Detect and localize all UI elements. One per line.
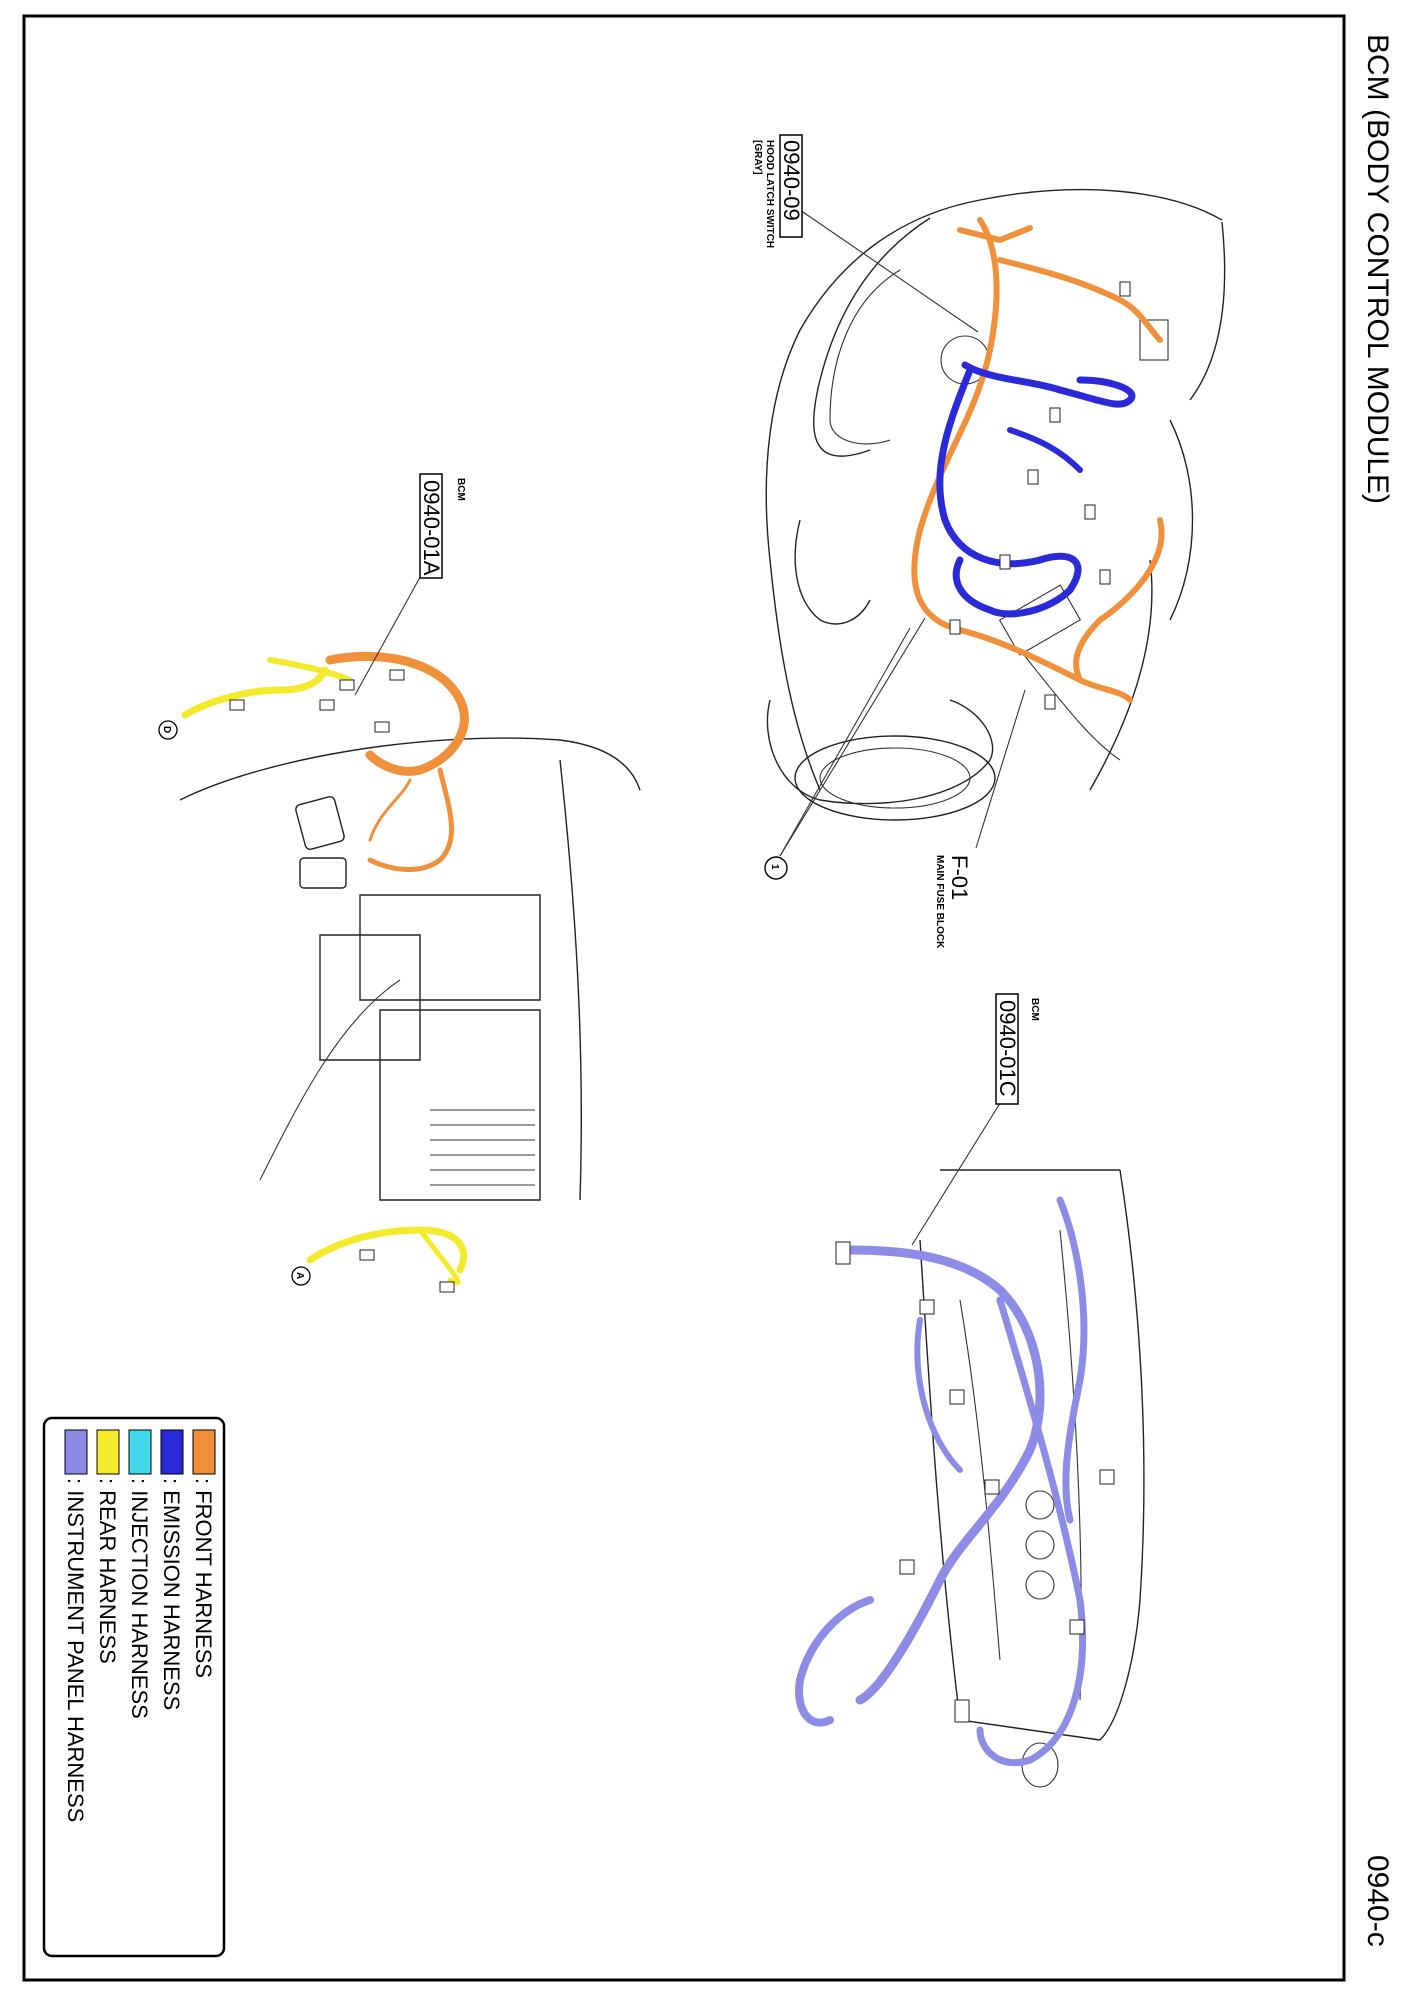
page-frame <box>22 14 1346 1982</box>
rear-harness-lower <box>306 1226 468 1274</box>
console-body <box>379 1009 541 1201</box>
wheel-arch-outline <box>766 699 994 805</box>
bcm-c-code-box <box>995 993 1019 1105</box>
panel-inner-line <box>959 1299 1001 1661</box>
radiator-support <box>813 217 931 457</box>
bcm-a-code: 0940-01A <box>419 480 444 576</box>
panel-top-edge <box>1099 1169 1145 1741</box>
marker-a-circle <box>291 1266 311 1286</box>
marker-d-circle <box>158 720 178 740</box>
engine-connectors <box>949 281 1131 710</box>
brake-pedal <box>295 796 345 850</box>
fender-outline <box>765 188 1223 791</box>
marker-1-leader-a <box>779 627 911 857</box>
front-harness-branch-3 <box>957 225 1033 243</box>
ip-harness-upper <box>1056 1196 1088 1524</box>
cowl-outline <box>1169 419 1194 621</box>
accel-pedal <box>299 857 347 889</box>
front-harness-branch-1 <box>997 257 1163 343</box>
front-harness-branch-2 <box>1073 517 1165 683</box>
radiator-inner <box>829 269 901 445</box>
bcm-a-leader <box>354 569 425 696</box>
legend-label-rear: : REAR HARNESS <box>95 1478 120 1664</box>
marker-a-label: A <box>294 1272 305 1279</box>
emission-harness-loop <box>936 366 1082 618</box>
legend-label-injection: : INJECTION HARNESS <box>127 1478 152 1719</box>
legend-label-front: : FRONT HARNESS <box>191 1478 216 1678</box>
wheel-opening <box>794 735 996 821</box>
main-fuse-leader <box>975 689 1026 849</box>
front-harness-footwell-tail <box>368 778 412 842</box>
legend-swatch-rear <box>96 1429 120 1475</box>
marker-1-leader-b <box>779 617 926 857</box>
bcm-c-label: BCM <box>1029 998 1040 1021</box>
legend-swatch-front <box>192 1429 216 1475</box>
ip-harness-branch <box>914 1317 963 1473</box>
footwell-connectors <box>229 669 455 1293</box>
hood-latch-leader <box>799 209 979 333</box>
console-bracket <box>319 934 421 1061</box>
marker-1-circle <box>764 856 788 880</box>
gauge-2 <box>1025 1530 1055 1560</box>
instrument-panel-view <box>795 1099 1145 1788</box>
fender-edge <box>1189 221 1226 401</box>
hood-latch-code: 0940-09 <box>779 140 804 221</box>
bcm-c-code: 0940-01C <box>995 1000 1020 1097</box>
bcm-a-label: BCM <box>455 478 466 501</box>
hood-latch-color: [GRAY] <box>752 140 763 175</box>
page-code: 0940-c <box>1361 1855 1394 1947</box>
legend-label-emission: : EMISSION HARNESS <box>159 1478 184 1710</box>
console-edge <box>559 759 582 1201</box>
main-fuse-code: F-01 <box>947 855 972 900</box>
ip-connectors <box>835 1241 1115 1723</box>
main-fuse-desc: MAIN FUSE BLOCK <box>934 855 945 949</box>
ip-harness-main <box>845 1245 1045 1705</box>
emission-harness-top <box>961 361 1136 408</box>
front-harness-footwell-branch <box>367 767 454 872</box>
gauge-1 <box>1025 1490 1055 1520</box>
fuse-block-shape <box>998 584 1082 656</box>
wheel-inner <box>819 747 971 809</box>
floor-line <box>179 737 641 801</box>
front-harness-footwell <box>325 651 469 776</box>
strut-tower <box>1089 559 1153 791</box>
rear-harness-upper <box>181 666 329 719</box>
body-line <box>1019 649 1121 761</box>
center-console-top <box>359 894 541 1001</box>
ip-harness-left <box>795 1596 874 1727</box>
gauge-3 <box>1025 1570 1055 1600</box>
hood-latch-desc: HOOD LATCH SWITCH <box>764 140 775 248</box>
footwell-view <box>179 569 641 1293</box>
ip-harness-right <box>976 1296 1086 1767</box>
tunnel-line <box>259 979 401 1181</box>
bcm-a-code-box <box>419 473 443 579</box>
marker-d-label: D <box>161 726 172 733</box>
emission-harness-branch <box>1007 427 1083 473</box>
engine-compartment-view <box>765 188 1226 857</box>
legend-swatch-injection <box>128 1429 152 1475</box>
front-harness-main <box>911 217 1133 703</box>
harness-legend: : FRONT HARNESS : EMISSION HARNESS : INJ… <box>42 1416 226 1958</box>
marker-1-label: 1 <box>769 864 780 870</box>
page-title: BCM (BODY CONTROL MODULE) <box>1361 34 1394 504</box>
legend-swatch-instrument <box>64 1429 88 1475</box>
rear-harness-lower-branch <box>417 1227 461 1286</box>
legend-label-instrument: : INSTRUMENT PANEL HARNESS <box>63 1478 88 1822</box>
bcm-c-leader <box>911 1099 1003 1246</box>
rear-harness-upper-branch <box>267 657 353 683</box>
console-vent-grid <box>430 1109 535 1186</box>
legend-swatch-emission <box>160 1429 184 1475</box>
hood-latch-code-box <box>779 134 803 238</box>
legend-box <box>42 1416 226 1958</box>
headlamp-outline <box>794 519 871 625</box>
battery-shape <box>1139 319 1169 361</box>
